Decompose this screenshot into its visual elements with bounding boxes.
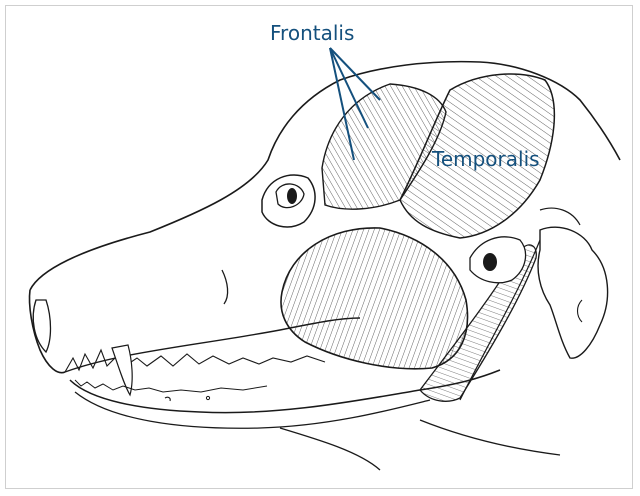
temporalis-label: Temporalis [431, 147, 540, 171]
jaw-mark [165, 397, 170, 401]
ear-top [540, 208, 580, 225]
skull-bone [470, 237, 526, 283]
ear-canal [483, 253, 497, 271]
masseter-muscle [281, 228, 468, 369]
cheek-mark [222, 270, 228, 304]
frontalis-label: Frontalis [270, 21, 354, 45]
jaw-dot [206, 396, 209, 399]
neck-outline [280, 420, 560, 470]
canine-tooth [112, 345, 132, 395]
pupil [287, 188, 297, 204]
nose [33, 300, 50, 352]
lower-teeth [75, 380, 267, 392]
ear-cartilage [538, 227, 608, 358]
